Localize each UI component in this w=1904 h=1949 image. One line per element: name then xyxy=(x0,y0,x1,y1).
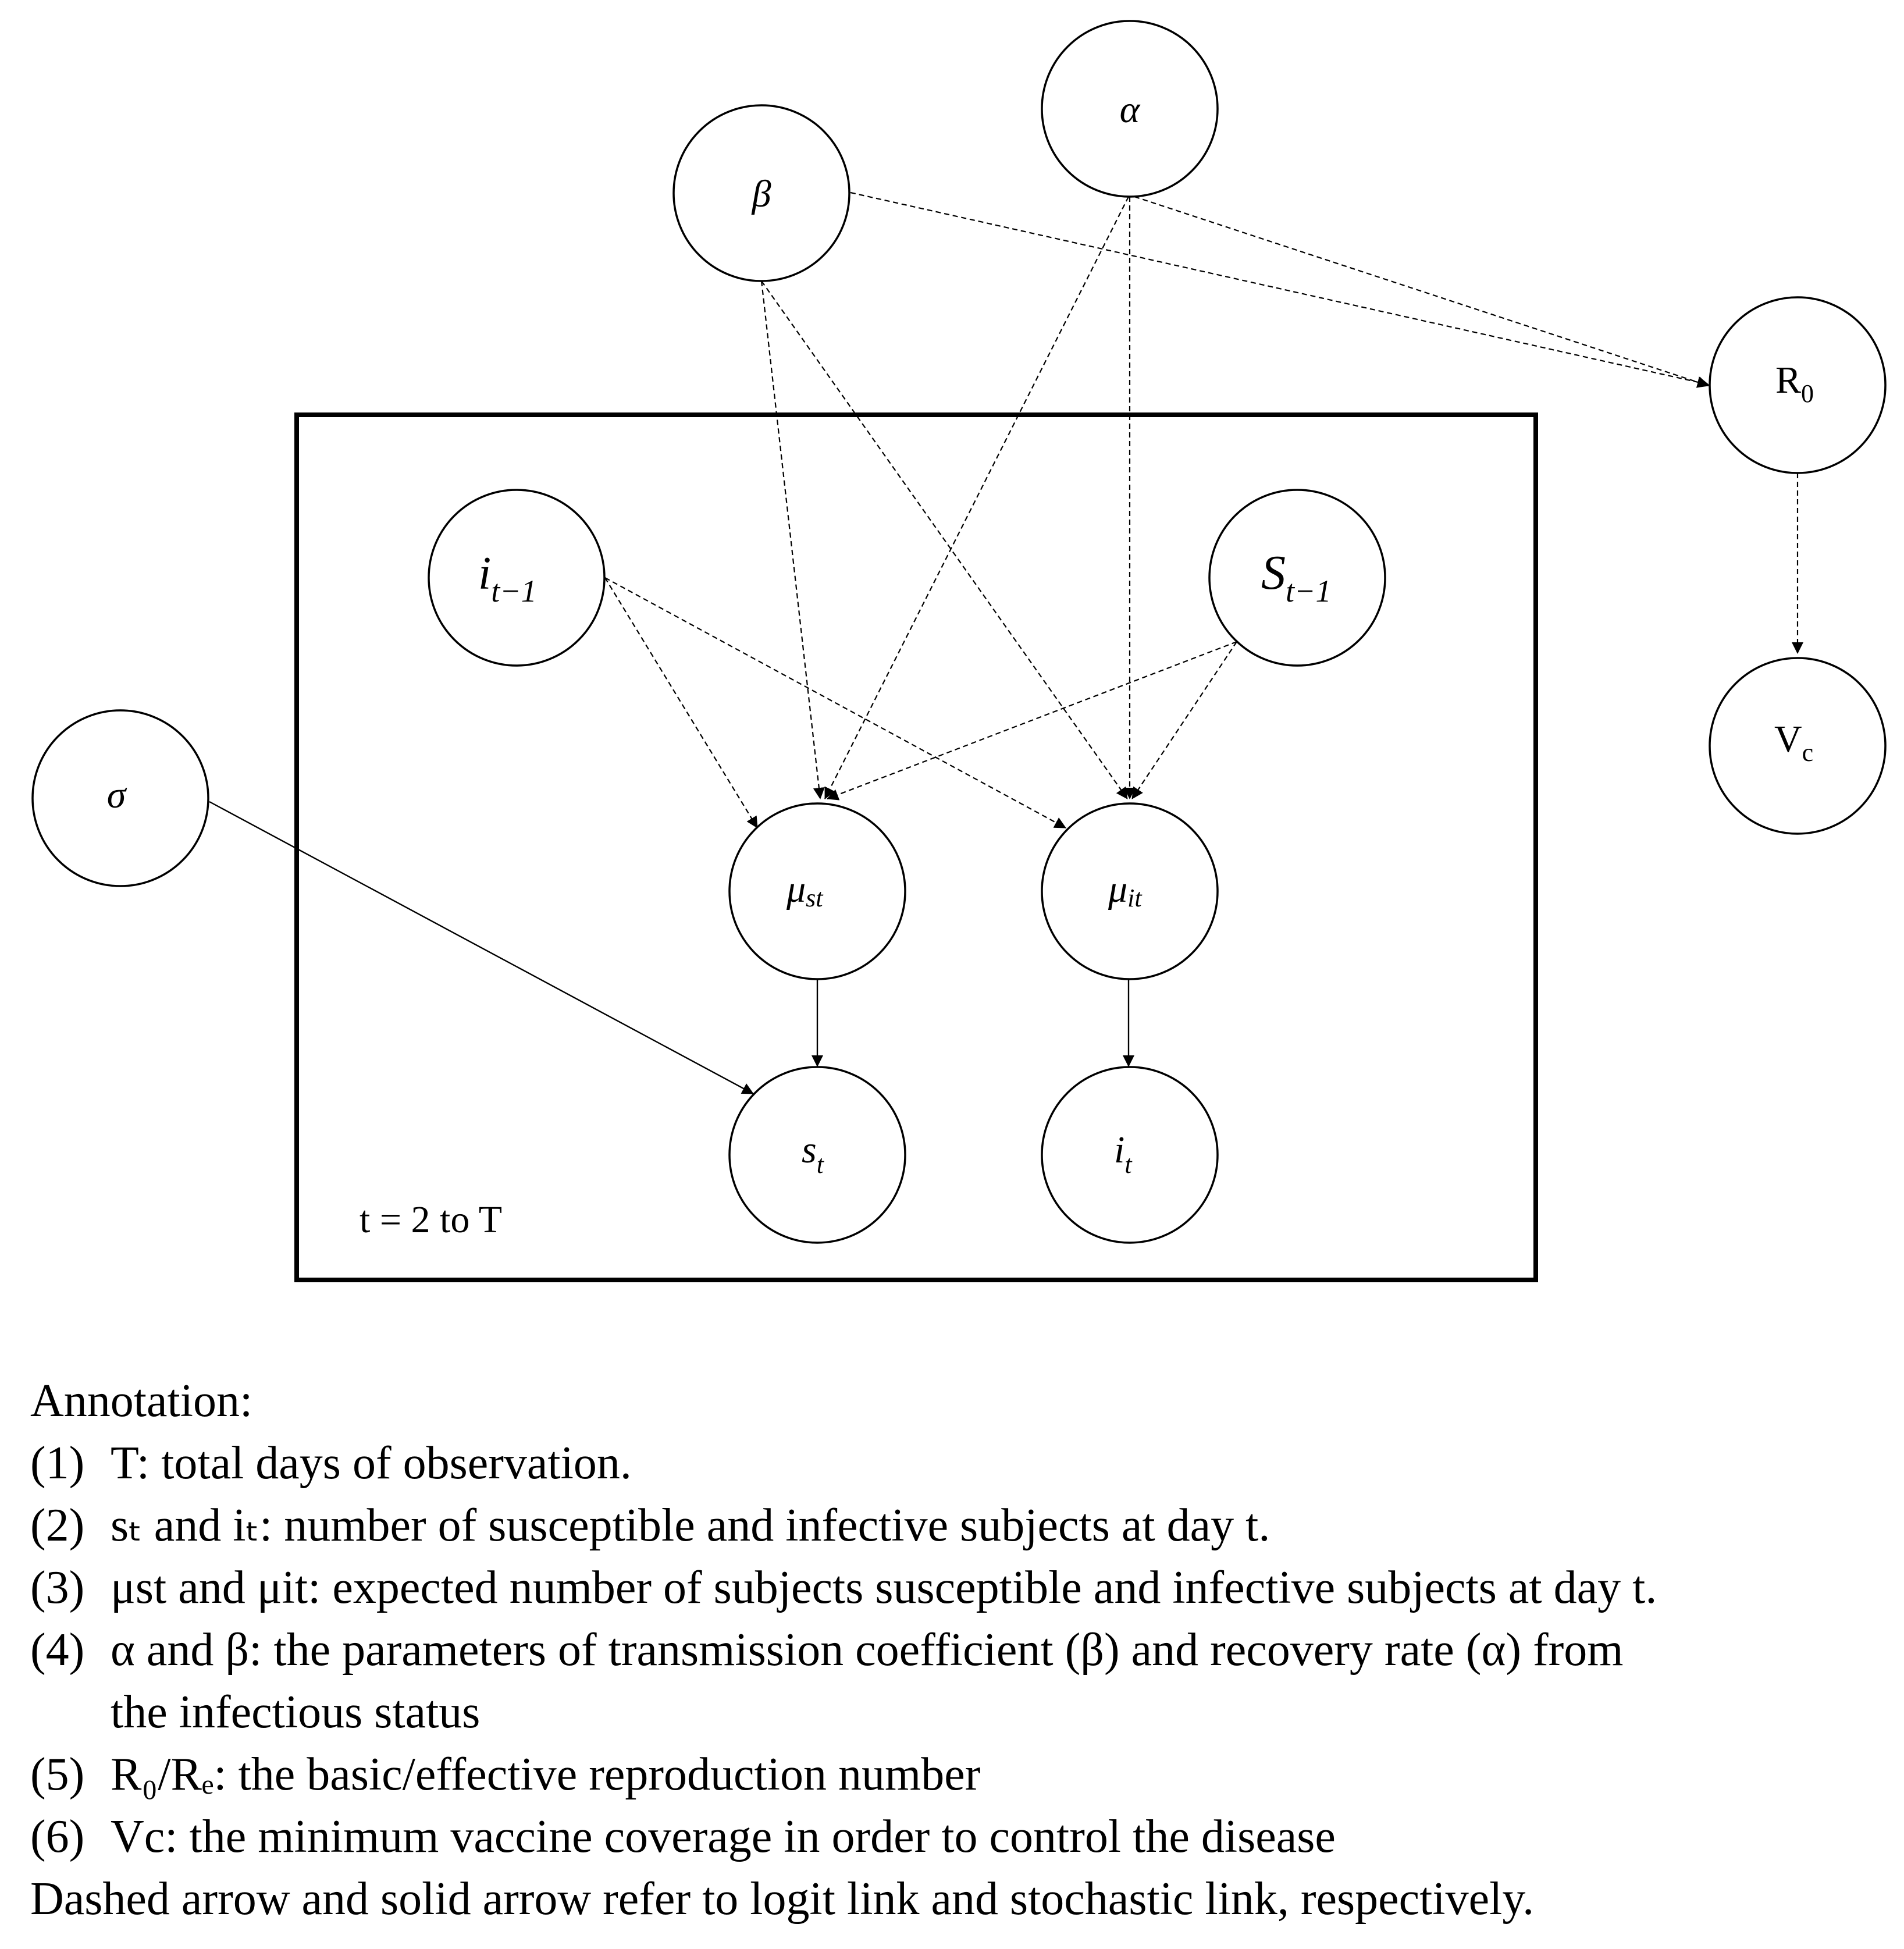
annotation-item-5: (5)R₀/Rₑ: the basic/effective reproducti… xyxy=(30,1749,981,1800)
node-mu-st-label: μst xyxy=(786,868,824,912)
node-i-prev: it−1 xyxy=(428,489,606,667)
node-vc-label: Vc xyxy=(1774,718,1813,767)
plate-label: t = 2 to T xyxy=(360,1198,502,1241)
solid-edges xyxy=(209,801,1134,1095)
annotation-item-6: (6)Vc: the minimum vaccine coverage in o… xyxy=(30,1811,1336,1862)
node-mu-st: μst xyxy=(728,802,906,980)
node-mu-it-label: μit xyxy=(1108,868,1143,912)
edge-i-prev-to-mu-it xyxy=(604,577,1066,828)
node-beta-label: β xyxy=(751,173,771,215)
node-r0: R0 xyxy=(1709,296,1887,474)
node-i-t: it xyxy=(1041,1066,1219,1244)
edge-alpha-to-r0 xyxy=(1134,195,1709,388)
annotation-item-3: (3)μst and μit: expected number of subje… xyxy=(30,1562,1657,1613)
annotation-block: Annotation: (1)T: total days of observat… xyxy=(30,1370,1892,1930)
annotation-item-4: (4)α and β: the parameters of transmissi… xyxy=(30,1624,1624,1676)
node-alpha: α xyxy=(1041,20,1219,198)
edge-i-prev-to-mu-st xyxy=(604,577,758,828)
node-r0-label: R0 xyxy=(1775,359,1814,408)
node-s-prev: St−1 xyxy=(1208,489,1386,667)
graphical-model-diagram: t = 2 to T α β R0 Vc it−1 xyxy=(31,20,1887,1282)
node-alpha-label: α xyxy=(1120,88,1141,131)
node-sigma-label: σ xyxy=(107,774,127,816)
edge-sigma-to-s-t xyxy=(209,801,754,1095)
node-mu-it: μit xyxy=(1041,802,1219,980)
annotation-item-4-continued: the infectious status xyxy=(111,1687,481,1738)
node-s-t-label: st xyxy=(802,1129,825,1179)
plate-box xyxy=(294,412,1538,1282)
annotation-footer: Dashed arrow and solid arrow refer to lo… xyxy=(30,1873,1535,1925)
node-i-prev-label: it−1 xyxy=(478,548,537,609)
edge-beta-to-mu-st xyxy=(760,280,825,799)
edge-s-prev-to-mu-st xyxy=(827,641,1237,801)
edge-alpha-to-mu-st xyxy=(824,196,1129,799)
node-i-t-label: it xyxy=(1114,1129,1133,1179)
node-sigma: σ xyxy=(31,709,209,887)
node-vc: Vc xyxy=(1709,657,1887,835)
node-beta: β xyxy=(672,104,850,282)
dashed-edges xyxy=(604,191,1803,828)
edge-beta-to-mu-it xyxy=(761,280,1128,799)
annotation-item-1: (1)T: total days of observation. xyxy=(30,1438,632,1489)
edge-beta-to-r0 xyxy=(850,191,1709,388)
annotation-heading: Annotation: xyxy=(30,1375,253,1427)
node-s-t: st xyxy=(728,1066,906,1244)
node-s-prev-label: St−1 xyxy=(1261,546,1331,609)
annotation-item-2: (2)sₜ and iₜ: number of susceptible and … xyxy=(30,1500,1270,1551)
edge-s-prev-to-mu-it xyxy=(1131,641,1237,799)
